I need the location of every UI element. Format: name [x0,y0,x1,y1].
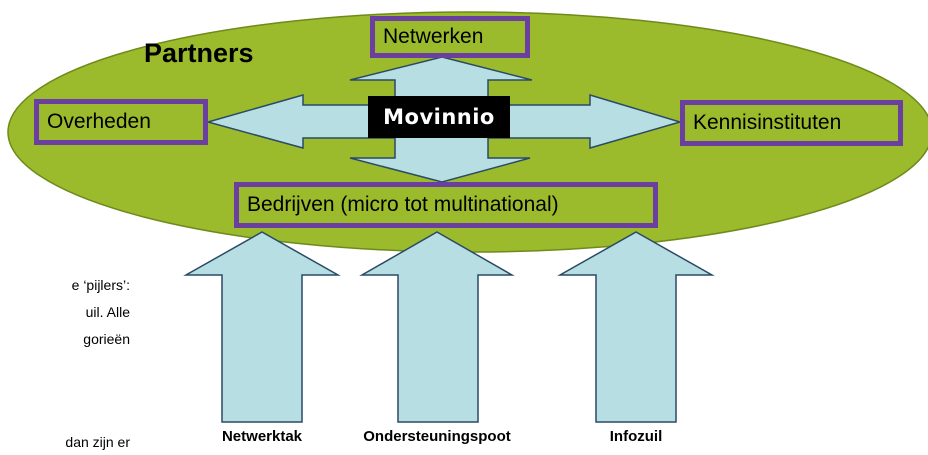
pillar-label-netwerktak: Netwerktak [221,428,303,445]
movinnio-center: Movinnio [368,96,510,138]
side-text-line-3: gorieën [83,331,130,347]
pillar-label-infozuil: Infozuil [609,428,663,445]
box-overheden: Overheden [34,99,208,145]
pillar-arrow-ondersteuningspoot [359,231,515,423]
side-text-line-4: dan zijn er [65,434,130,450]
pillar-label-ondersteuningspoot: Ondersteuningspoot [363,428,511,445]
pillar-arrow-netwerktak [183,231,341,423]
partners-title: Partners [144,38,254,68]
box-bedrijven: Bedrijven (micro tot multinational) [234,182,658,228]
box-kennisinstituten: Kennisinstituten [680,100,903,146]
side-text-line-2: uil. Alle [85,304,130,320]
side-text-line-1: e ‘pijlers’: [71,277,130,293]
pillar-arrow-infozuil [557,231,715,423]
box-netwerken: Netwerken [370,16,530,58]
